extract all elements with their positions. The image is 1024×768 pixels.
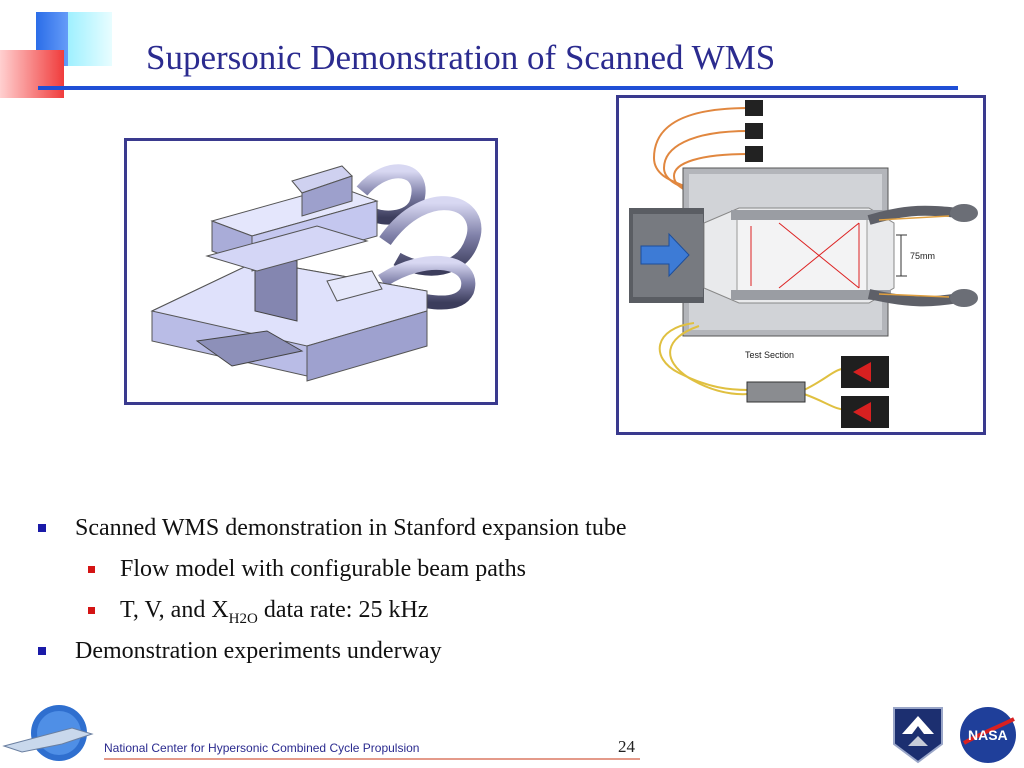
footer-rule bbox=[104, 758, 640, 760]
detector-icon bbox=[745, 123, 763, 139]
bullet-marker bbox=[38, 647, 46, 655]
air-force-logo bbox=[893, 707, 943, 764]
test-section-label: Test Section bbox=[745, 350, 794, 360]
bullet-text: Scanned WMS demonstration in Stanford ex… bbox=[75, 515, 627, 541]
dimension-label: 75mm bbox=[910, 251, 935, 261]
corner-decoration bbox=[0, 12, 112, 98]
slide-title: Supersonic Demonstration of Scanned WMS bbox=[146, 38, 776, 77]
bullet-marker bbox=[88, 566, 95, 573]
bullet-text: Flow model with configurable beam paths bbox=[120, 556, 526, 582]
nasa-logo: NASA bbox=[960, 707, 1016, 763]
hypersonic-center-logo bbox=[2, 705, 94, 761]
flow-arrow-icon bbox=[640, 232, 690, 278]
cad-model-figure bbox=[124, 138, 498, 405]
title-rule bbox=[38, 86, 958, 90]
bullet-marker bbox=[88, 607, 95, 614]
test-section-schematic: 75mm Test Section bbox=[616, 95, 986, 435]
detector-icon bbox=[745, 146, 763, 162]
page-number: 24 bbox=[618, 737, 635, 756]
bullet-item: Scanned WMS demonstration in Stanford ex… bbox=[38, 508, 938, 549]
nasa-logo-text: NASA bbox=[968, 727, 1008, 743]
sub-bullet-item: T, V, and XH2O data rate: 25 kHz bbox=[38, 590, 938, 631]
detector-icon bbox=[745, 100, 763, 116]
footer-text: National Center for Hypersonic Combined … bbox=[104, 741, 420, 755]
bullet-text: Demonstration experiments underway bbox=[75, 638, 442, 664]
fiber-connector-icon bbox=[746, 381, 806, 403]
bullet-subscript: H2O bbox=[228, 610, 258, 627]
sub-bullet-item: Flow model with configurable beam paths bbox=[38, 549, 938, 590]
bullet-list: Scanned WMS demonstration in Stanford ex… bbox=[38, 508, 938, 672]
bullet-text-prefix: T, V, and X bbox=[120, 597, 229, 623]
bullet-marker bbox=[38, 524, 46, 532]
bullet-item: Demonstration experiments underway bbox=[38, 631, 938, 672]
bullet-text-suffix: data rate: 25 kHz bbox=[257, 597, 429, 623]
